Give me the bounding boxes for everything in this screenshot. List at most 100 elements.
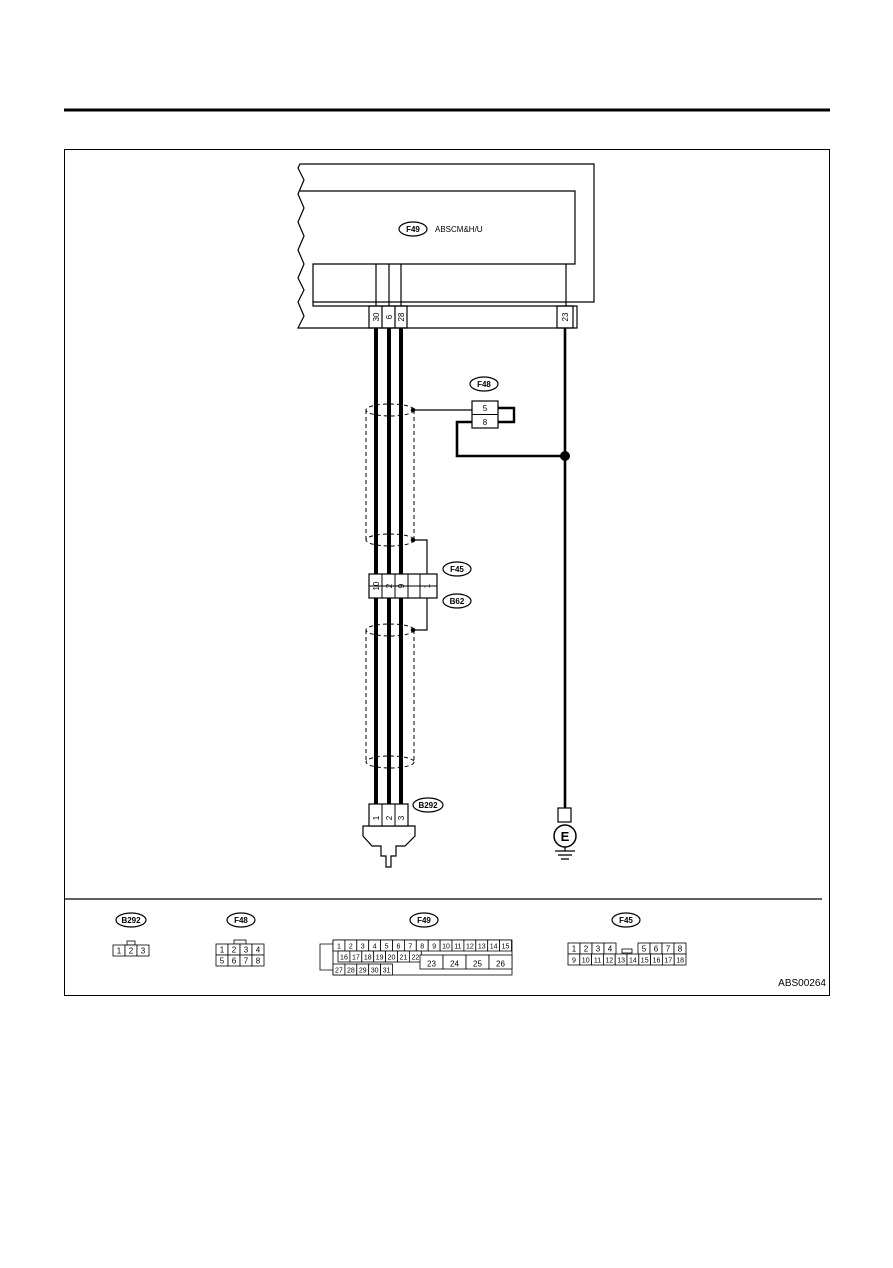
face-f48-pin-2: 2 — [227, 943, 241, 956]
face-f49-pin-28: 28 — [344, 963, 358, 976]
face-f49-pin-label: 3 — [361, 944, 365, 951]
face-f49-pin-label: 1 — [337, 944, 341, 951]
face-f45-pin-17: 17 — [662, 953, 675, 966]
face-f45-pin-5: 5 — [637, 942, 651, 955]
face-f48-pin-label: 8 — [256, 957, 261, 966]
figure-id: ABS00264 — [778, 978, 826, 989]
face-f49-pin-20: 20 — [385, 950, 398, 963]
face-f49-pin-22: 22 — [408, 950, 422, 963]
face-f48-pin-label: 4 — [256, 946, 261, 955]
face-f49-pin-4: 4 — [368, 939, 382, 952]
face-f45-pin-label: 7 — [666, 945, 671, 954]
face-f49-pin-label: 22 — [411, 955, 419, 962]
face-f49-pin-label: 16 — [340, 955, 348, 962]
b62-label: B62 — [450, 597, 465, 606]
face-f49-pin-17: 17 — [349, 950, 363, 963]
face-f45-pin-label: 15 — [641, 958, 649, 965]
face-f45-pin-label: 12 — [605, 958, 613, 965]
face-f49-pin-label: 4 — [373, 944, 377, 951]
face-f49-pin-label: 25 — [473, 960, 482, 969]
face-f45-pin-4: 4 — [603, 942, 617, 955]
module-connector-label: F49 — [406, 225, 420, 234]
face-f45-pin-10: 10 — [579, 953, 592, 966]
face-f49-pin-27: 27 — [332, 963, 346, 976]
face-f49-pin-label: 23 — [427, 960, 436, 969]
face-f45-pin-12: 12 — [603, 953, 616, 966]
module-pin-30: 30 — [372, 312, 381, 321]
face-f48-pin-label: 6 — [232, 957, 237, 966]
face-f49-pin-label: 7 — [408, 944, 412, 951]
face-b292-pin-2: 2 — [124, 944, 138, 957]
b292-label: B292 — [418, 801, 438, 810]
ground-label: E — [561, 829, 570, 844]
ground-symbol: E — [553, 807, 577, 860]
face-f49-pin-26: 26 — [488, 954, 513, 970]
f45-label: F45 — [450, 565, 464, 574]
shield-drain-wires — [413, 409, 472, 631]
face-f45-pin-13: 13 — [614, 953, 628, 966]
face-f49-pin-2: 2 — [344, 939, 358, 952]
face-f45-pin-18: 18 — [673, 953, 687, 966]
face-b292-label: B292 — [121, 916, 141, 925]
f45-face-key — [621, 948, 633, 954]
face-f48-pin-6: 6 — [227, 954, 241, 967]
face-f49-pin-label: 14 — [490, 944, 498, 951]
face-f49-pin-label: 13 — [478, 944, 486, 951]
face-f45-pin-16: 16 — [650, 953, 663, 966]
f45-pin-10: 10 — [372, 581, 381, 590]
face-b292-pin-label: 1 — [117, 947, 122, 956]
f48-face-key — [233, 939, 247, 945]
ground-junction-dot — [560, 451, 570, 461]
b292-pin-2: 2 — [385, 815, 394, 820]
face-f45-pin-label: 13 — [617, 958, 625, 965]
face-f49-pin-3: 3 — [356, 939, 370, 952]
face-f48-pin-1: 1 — [215, 943, 229, 956]
face-f49-pin-31: 31 — [380, 963, 393, 976]
face-f49-pin-30: 30 — [368, 963, 382, 976]
face-f48-pin-3: 3 — [239, 943, 253, 956]
face-f49-pin-label: 17 — [352, 955, 360, 962]
face-f49-pin-8: 8 — [415, 939, 429, 952]
face-f49-pin-12: 12 — [463, 939, 477, 952]
face-f48-pin-label: 3 — [244, 946, 249, 955]
f45-pin-2: 2 — [385, 583, 394, 588]
face-f49-pin-7: 7 — [403, 939, 417, 952]
face-f45-pin-1: 1 — [567, 942, 581, 955]
face-f45-pin-6: 6 — [649, 942, 663, 955]
face-f45-pin-label: 18 — [676, 958, 684, 965]
face-f45-pin-14: 14 — [626, 953, 640, 966]
b292-face-key — [126, 940, 136, 946]
face-f45-pin-label: 14 — [629, 958, 637, 965]
face-f49-pin-label: 12 — [466, 944, 474, 951]
face-f45-label: F45 — [619, 916, 633, 925]
face-f49-pin-label: 6 — [396, 944, 400, 951]
face-f49-pin-label: 24 — [450, 960, 459, 969]
face-f49-pin-label: 28 — [347, 968, 355, 975]
face-f49-pin-label: 2 — [349, 944, 353, 951]
face-f48-pin-label: 5 — [220, 957, 225, 966]
face-f49-pin-label: 11 — [454, 944, 461, 951]
face-f49-pin-label: 21 — [400, 955, 408, 962]
face-f45-pin-label: 4 — [608, 945, 613, 954]
face-f48-pin-label: 7 — [244, 957, 249, 966]
b292-pin-3: 3 — [397, 815, 406, 820]
face-f45-pin-label: 17 — [664, 958, 672, 965]
face-f45-pin-11: 11 — [591, 953, 604, 966]
face-f48-pin-4: 4 — [251, 943, 265, 956]
face-f49-pin-label: 15 — [502, 944, 510, 951]
face-view-labels: B292 F48 F49 F45 — [115, 912, 641, 928]
f48-pin-5: 5 — [483, 404, 488, 413]
face-f49-pin-1: 1 — [332, 939, 346, 952]
face-f49-pin-label: 9 — [432, 944, 436, 951]
f48-label: F48 — [477, 380, 491, 389]
face-f49-pin-9: 9 — [427, 939, 441, 952]
module-pin-labels: 30 6 28 23 — [372, 312, 570, 321]
face-f45-pin-8: 8 — [673, 942, 687, 955]
face-f45-pin-label: 1 — [572, 945, 577, 954]
face-f45-pin-label: 6 — [654, 945, 659, 954]
face-f49-pin-label: 18 — [364, 955, 372, 962]
face-f49-pin-10: 10 — [439, 939, 453, 952]
face-f49-pin-label: 29 — [359, 968, 367, 975]
